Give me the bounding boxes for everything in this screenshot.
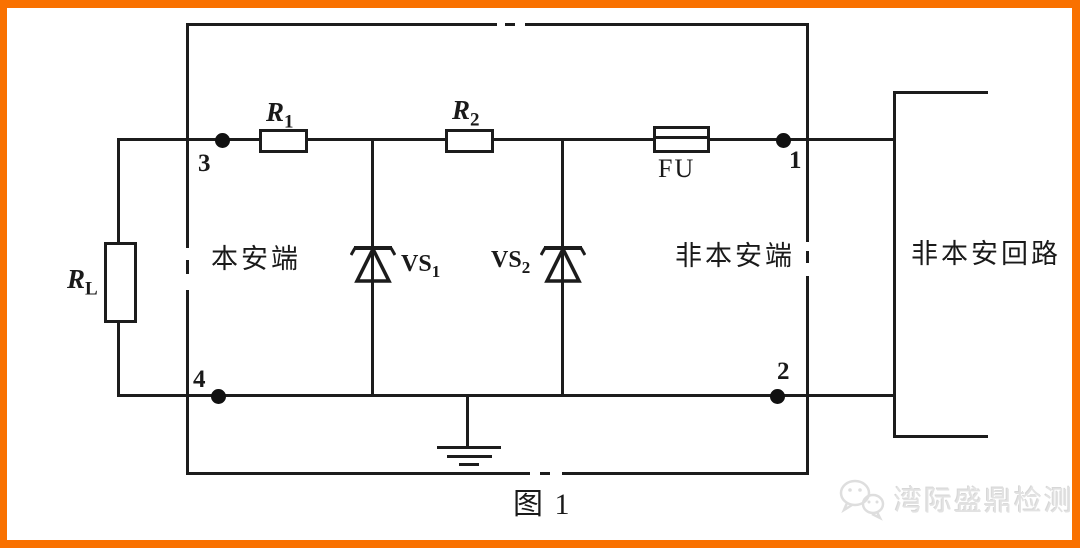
ground-icon — [437, 446, 501, 449]
terminal-4-label: 4 — [193, 366, 206, 393]
wire-bottom-bus — [118, 394, 896, 397]
vs2-label: VS2 — [491, 248, 530, 276]
resistor-r2 — [445, 129, 494, 153]
external-loop-bottom-arm — [893, 435, 988, 438]
terminal-1-label: 1 — [789, 147, 802, 174]
r1-base: R — [266, 97, 285, 127]
box-dash-top — [505, 23, 515, 26]
wire-vs2-branch — [561, 138, 564, 397]
terminal-2-label: 2 — [777, 358, 790, 385]
fuse-element-line — [656, 136, 707, 139]
resistor-rl — [104, 242, 137, 323]
fuse-label: FU — [658, 154, 696, 183]
node-dot-terminal-1 — [776, 133, 791, 148]
wechat-icon — [839, 479, 885, 521]
vs2-base: VS — [491, 247, 522, 273]
r2-sub: 2 — [470, 109, 480, 131]
resistor-r1 — [259, 129, 308, 153]
frame-border-left — [0, 0, 7, 548]
vs1-base: VS — [401, 251, 432, 277]
zener-diode-vs2-icon — [540, 245, 586, 283]
node-dot-terminal-2 — [770, 389, 785, 404]
wire-vs1-branch — [371, 138, 374, 397]
box-dash-right — [806, 251, 809, 263]
vs1-label: VS1 — [401, 252, 440, 280]
watermark: 湾际盛鼎检测 — [836, 477, 1074, 521]
ground-icon — [447, 455, 492, 458]
node-dot-terminal-3 — [215, 133, 230, 148]
r2-base: R — [452, 95, 471, 125]
external-loop-top-arm — [893, 91, 988, 94]
wire-top-bus — [118, 138, 896, 141]
node-dot-terminal-4 — [211, 389, 226, 404]
frame-border-top — [0, 0, 1080, 8]
zener-diode-vs1-icon — [350, 245, 396, 283]
resistor-r1-label: R1 — [266, 97, 294, 133]
frame-border-bottom — [0, 540, 1080, 548]
external-loop-left-edge — [893, 91, 896, 438]
vs2-sub: 2 — [521, 257, 531, 277]
zone-intrinsically-safe-label: 本安端 — [211, 244, 301, 274]
box-dash-left — [186, 260, 189, 274]
resistor-r2-label: R2 — [452, 95, 480, 131]
r1-sub: 1 — [284, 111, 294, 133]
ground-icon — [459, 463, 479, 466]
vs1-sub: 1 — [431, 261, 441, 281]
zone-non-intrinsically-safe-label: 非本安端 — [675, 241, 795, 271]
terminal-3-label: 3 — [198, 150, 211, 177]
box-dash-bottom — [540, 472, 550, 475]
resistor-rl-label: RL — [67, 264, 98, 300]
watermark-text: 湾际盛鼎检测 — [894, 486, 1075, 517]
rl-sub: L — [85, 278, 98, 300]
frame-border-right — [1072, 0, 1080, 548]
external-loop-label: 非本安回路 — [911, 239, 1061, 269]
fuse-fu — [653, 126, 710, 153]
figure-caption: 图 1 — [513, 488, 572, 521]
wire-ground-stub — [466, 394, 469, 448]
rl-base: R — [67, 264, 86, 294]
